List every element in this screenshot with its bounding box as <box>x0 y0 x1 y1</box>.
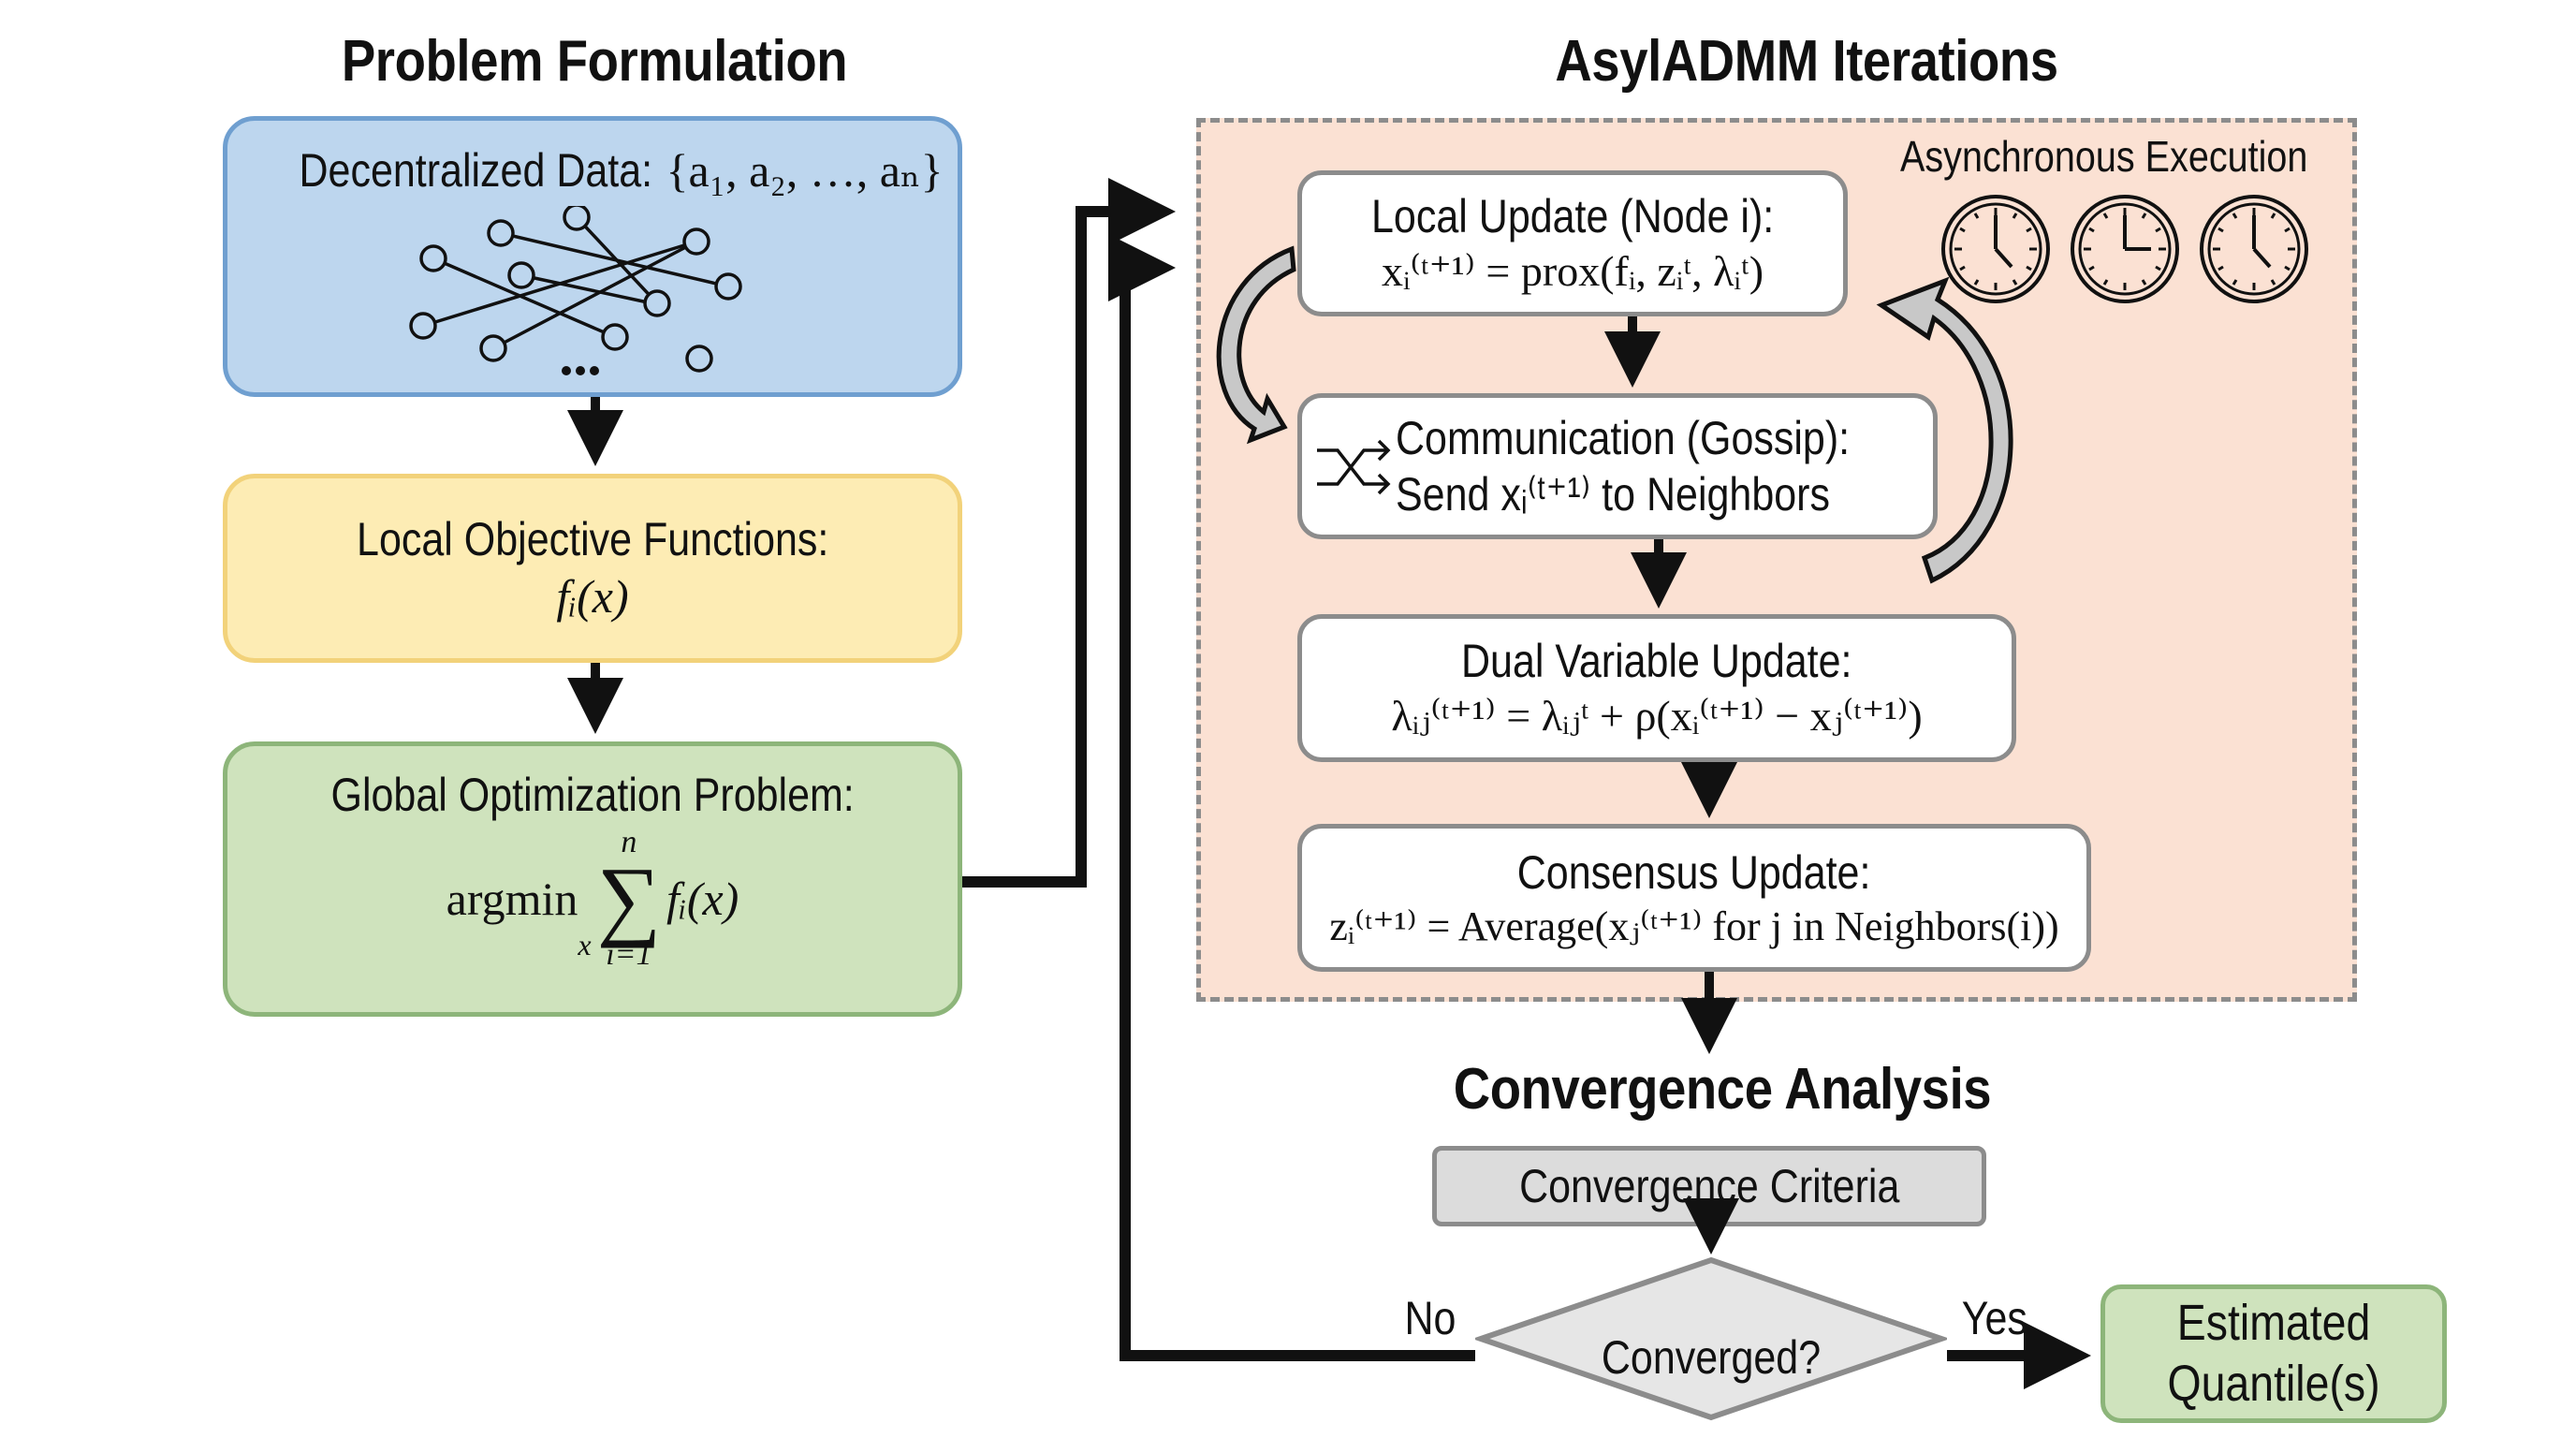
data-set-math: {a₁, a₂, …, aₙ} <box>666 144 944 197</box>
quantiles-label: Quantile(s) <box>2167 1356 2380 1412</box>
local-objective-functions-box[interactable]: Local Objective Functions: fᵢ(x) <box>223 474 962 663</box>
graph-node <box>643 288 671 317</box>
communication-label: Communication (Gossip): <box>1395 412 1851 464</box>
local-update-label: Local Update (Node i): <box>1370 190 1775 243</box>
graph-node <box>479 333 507 362</box>
converged-label: Converged? <box>1601 1331 1822 1384</box>
decentralized-data-box[interactable]: Decentralized Data: {a₁, a₂, …, aₙ} <box>223 116 962 397</box>
estimated-quantiles-box[interactable]: Estimated Quantile(s) <box>2100 1284 2447 1423</box>
local-update-math: xᵢ⁽ᵗ⁺¹⁾ = prox(fᵢ, zᵢᵗ, λᵢᵗ) <box>1381 247 1764 296</box>
graph-node <box>487 218 515 247</box>
graph-node <box>507 260 535 289</box>
graph-node <box>685 344 713 373</box>
clocks-group <box>1941 195 2308 303</box>
local-objective-math: fᵢ(x) <box>556 569 629 623</box>
local-update-box[interactable]: Local Update (Node i): xᵢ⁽ᵗ⁺¹⁾ = prox(fᵢ… <box>1297 170 1848 316</box>
graph-node <box>419 243 447 272</box>
yes-branch-label: Yes <box>1961 1292 2027 1344</box>
heading-problem-formulation: Problem Formulation <box>341 29 848 94</box>
network-graph-icon <box>409 205 742 375</box>
communication-gossip-box[interactable]: Communication (Gossip): Send xᵢ⁽ᵗ⁺¹⁾ to … <box>1297 393 1938 539</box>
consensus-update-label: Consensus Update: <box>1517 845 1871 899</box>
arrow-global-to-iterations <box>962 178 1176 888</box>
shuffle-icon <box>1316 439 1391 495</box>
consensus-update-box[interactable]: Consensus Update: zᵢ⁽ᵗ⁺¹⁾ = Average(xⱼ⁽ᵗ… <box>1297 824 2091 972</box>
graph-node <box>409 311 437 340</box>
dual-update-label: Dual Variable Update: <box>1461 635 1852 688</box>
communication-send-text: Send xᵢ⁽ᵗ⁺¹⁾ to Neighbors <box>1395 468 1830 521</box>
asynchronous-execution-label: Asynchronous Execution <box>1900 132 2308 181</box>
no-branch-label: No <box>1404 1292 1456 1344</box>
heading-convergence-analysis: Convergence Analysis <box>1453 1057 1992 1122</box>
graph-node <box>682 227 710 256</box>
converged-decision-diamond[interactable] <box>1475 1255 1947 1423</box>
clock-icon <box>1941 195 2050 303</box>
local-objective-label: Local Objective Functions: <box>356 512 829 565</box>
consensus-update-math: zᵢ⁽ᵗ⁺¹⁾ = Average(xⱼ⁽ᵗ⁺¹⁾ for j in Neigh… <box>1329 902 2059 949</box>
heading-asyladmm-iterations: AsylADMM Iterations <box>1555 29 2058 94</box>
graph-node <box>601 322 629 351</box>
convergence-criteria-box[interactable]: Convergence Criteria <box>1432 1146 1986 1226</box>
dual-variable-update-box[interactable]: Dual Variable Update: λᵢⱼ⁽ᵗ⁺¹⁾ = λᵢⱼᵗ + … <box>1297 614 2016 762</box>
global-optimization-label: Global Optimization Problem: <box>330 769 855 821</box>
clock-icon <box>2200 195 2308 303</box>
graph-node <box>714 271 742 301</box>
clock-icon <box>2071 195 2179 303</box>
estimated-label: Estimated <box>2176 1295 2371 1352</box>
graph-node <box>563 205 591 231</box>
summation: n ∑ i=1 <box>596 825 662 973</box>
decentralized-data-label: Decentralized Data: <box>299 144 653 197</box>
dual-update-math: λᵢⱼ⁽ᵗ⁺¹⁾ = λᵢⱼᵗ + ρ(xᵢ⁽ᵗ⁺¹⁾ − xⱼ⁽ᵗ⁺¹⁾) <box>1391 692 1923 741</box>
convergence-criteria-label: Convergence Criteria <box>1518 1160 1900 1212</box>
